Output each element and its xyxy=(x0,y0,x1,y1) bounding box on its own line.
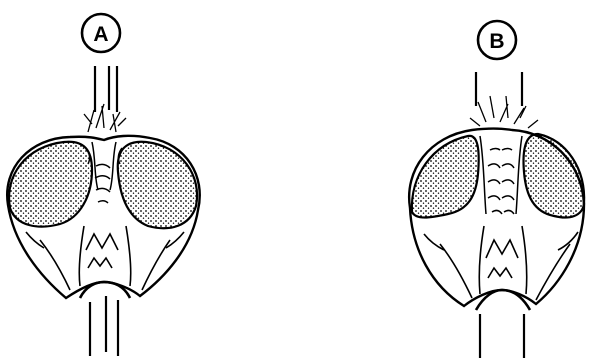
panel-b-label: B xyxy=(489,30,504,53)
panel-b: B xyxy=(409,21,584,358)
panel-a-proboscis xyxy=(90,296,118,356)
panel-a-antennae xyxy=(84,66,126,132)
panel-a-label: A xyxy=(93,23,108,46)
panel-b-label-badge: B xyxy=(478,21,516,59)
panel-b-proboscis xyxy=(480,314,524,358)
panel-a: A xyxy=(7,14,200,356)
panel-b-antennae xyxy=(470,72,538,128)
panel-a-label-badge: A xyxy=(82,14,120,52)
